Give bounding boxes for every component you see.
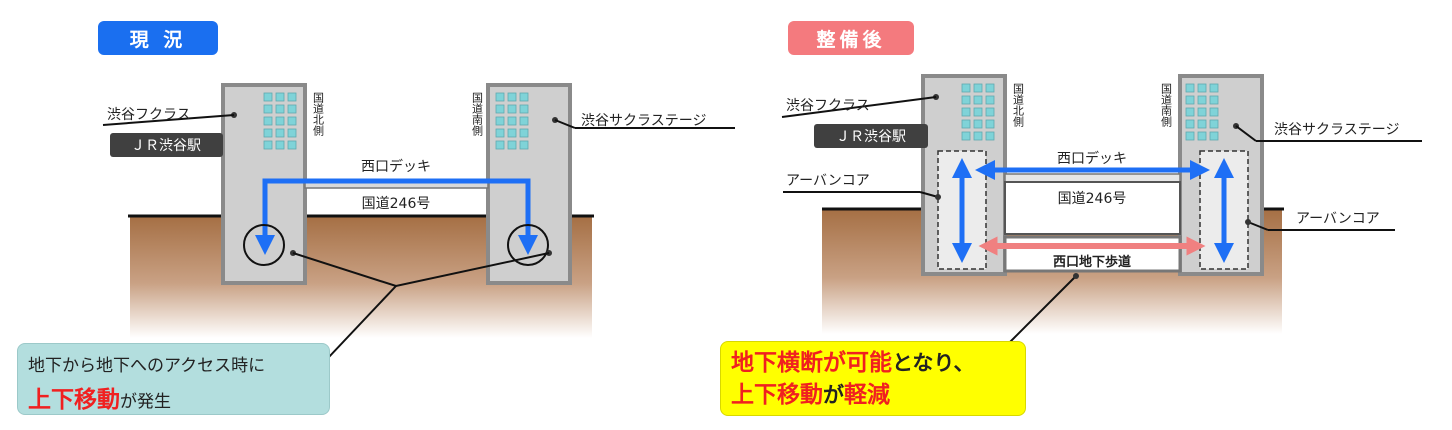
left-circle-north: [243, 224, 285, 266]
right-callout-emph2: 上下移動: [731, 382, 823, 408]
right-callout-emph3: 軽減: [844, 382, 890, 408]
right-jr-badge: [814, 124, 928, 148]
left-callout: 地下から地下へのアクセス時に 上下移動が発生: [17, 343, 330, 415]
left-jr-badge: [110, 133, 223, 157]
right-callout-rest1: となり、: [892, 351, 975, 375]
right-urban-left-leader: [919, 191, 939, 198]
right-route-frame: [1004, 181, 1181, 235]
left-callout-emph: 上下移動: [28, 387, 120, 413]
left-blue-route-arrow: [255, 178, 538, 255]
right-label-north: 国道北側: [1012, 83, 1025, 127]
right-deck: [1004, 173, 1181, 183]
right-callout-line1: 地下横断が可能となり、: [731, 348, 1015, 380]
left-label-route: 国道246号: [362, 196, 431, 212]
left-north-windows: [263, 92, 297, 150]
left-label-south: 国道南側: [471, 92, 484, 136]
right-label-sakura: 渋谷サクラステージ: [1274, 122, 1399, 138]
left-callout-rest: が発生: [120, 392, 171, 412]
right-panel: 渋谷フクラス ＪＲ渋谷駅 渋谷サクラステージ 国道北側 国道南側 アーバンコア …: [781, 74, 1422, 345]
left-label-north: 国道北側: [312, 92, 325, 136]
left-callout-line1: 地下から地下へのアクセス時に: [28, 356, 266, 376]
right-callout-emph1: 地下横断が可能: [731, 350, 892, 376]
right-label-underpass: 西口地下歩道: [1053, 254, 1131, 270]
right-label-jr: ＪＲ渋谷駅: [836, 129, 906, 145]
right-north-windows: [961, 83, 995, 141]
left-label-sakura: 渋谷サクラステージ: [581, 113, 706, 129]
right-label-route: 国道246号: [1058, 191, 1127, 207]
left-south-windows: [495, 92, 529, 150]
right-callout-leader: [1007, 275, 1077, 345]
left-circle-south: [507, 224, 549, 266]
right-label-deck: 西口デッキ: [1057, 150, 1127, 167]
left-callout-line2: 上下移動が発生: [28, 380, 319, 414]
left-label-fukuras: 渋谷フクラス: [107, 107, 191, 123]
left-panel: 渋谷フクラス ＪＲ渋谷駅 渋谷サクラステージ 国道北側 国道南側 西口デッキ 国…: [102, 83, 735, 359]
right-label-urban-right: アーバンコア: [1296, 211, 1380, 227]
left-title-badge: 現 況: [98, 21, 218, 55]
right-callout-mid2: が: [823, 383, 844, 407]
left-label-jr: ＪＲ渋谷駅: [131, 138, 201, 154]
right-fukuras-leader: [781, 96, 937, 118]
right-south-windows: [1185, 83, 1219, 141]
right-label-fukuras: 渋谷フクラス: [786, 98, 870, 114]
left-fukuras-leader: [102, 114, 235, 126]
right-title-badge: 整備後: [788, 21, 914, 55]
right-callout-line2: 上下移動が軽減: [731, 380, 1015, 412]
right-callout: 地下横断が可能となり、 上下移動が軽減: [720, 341, 1026, 416]
left-callout-leader: [327, 285, 397, 359]
right-label-urban-left: アーバンコア: [786, 173, 870, 189]
left-label-deck: 西口デッキ: [361, 158, 431, 175]
right-label-south: 国道南側: [1160, 83, 1173, 127]
